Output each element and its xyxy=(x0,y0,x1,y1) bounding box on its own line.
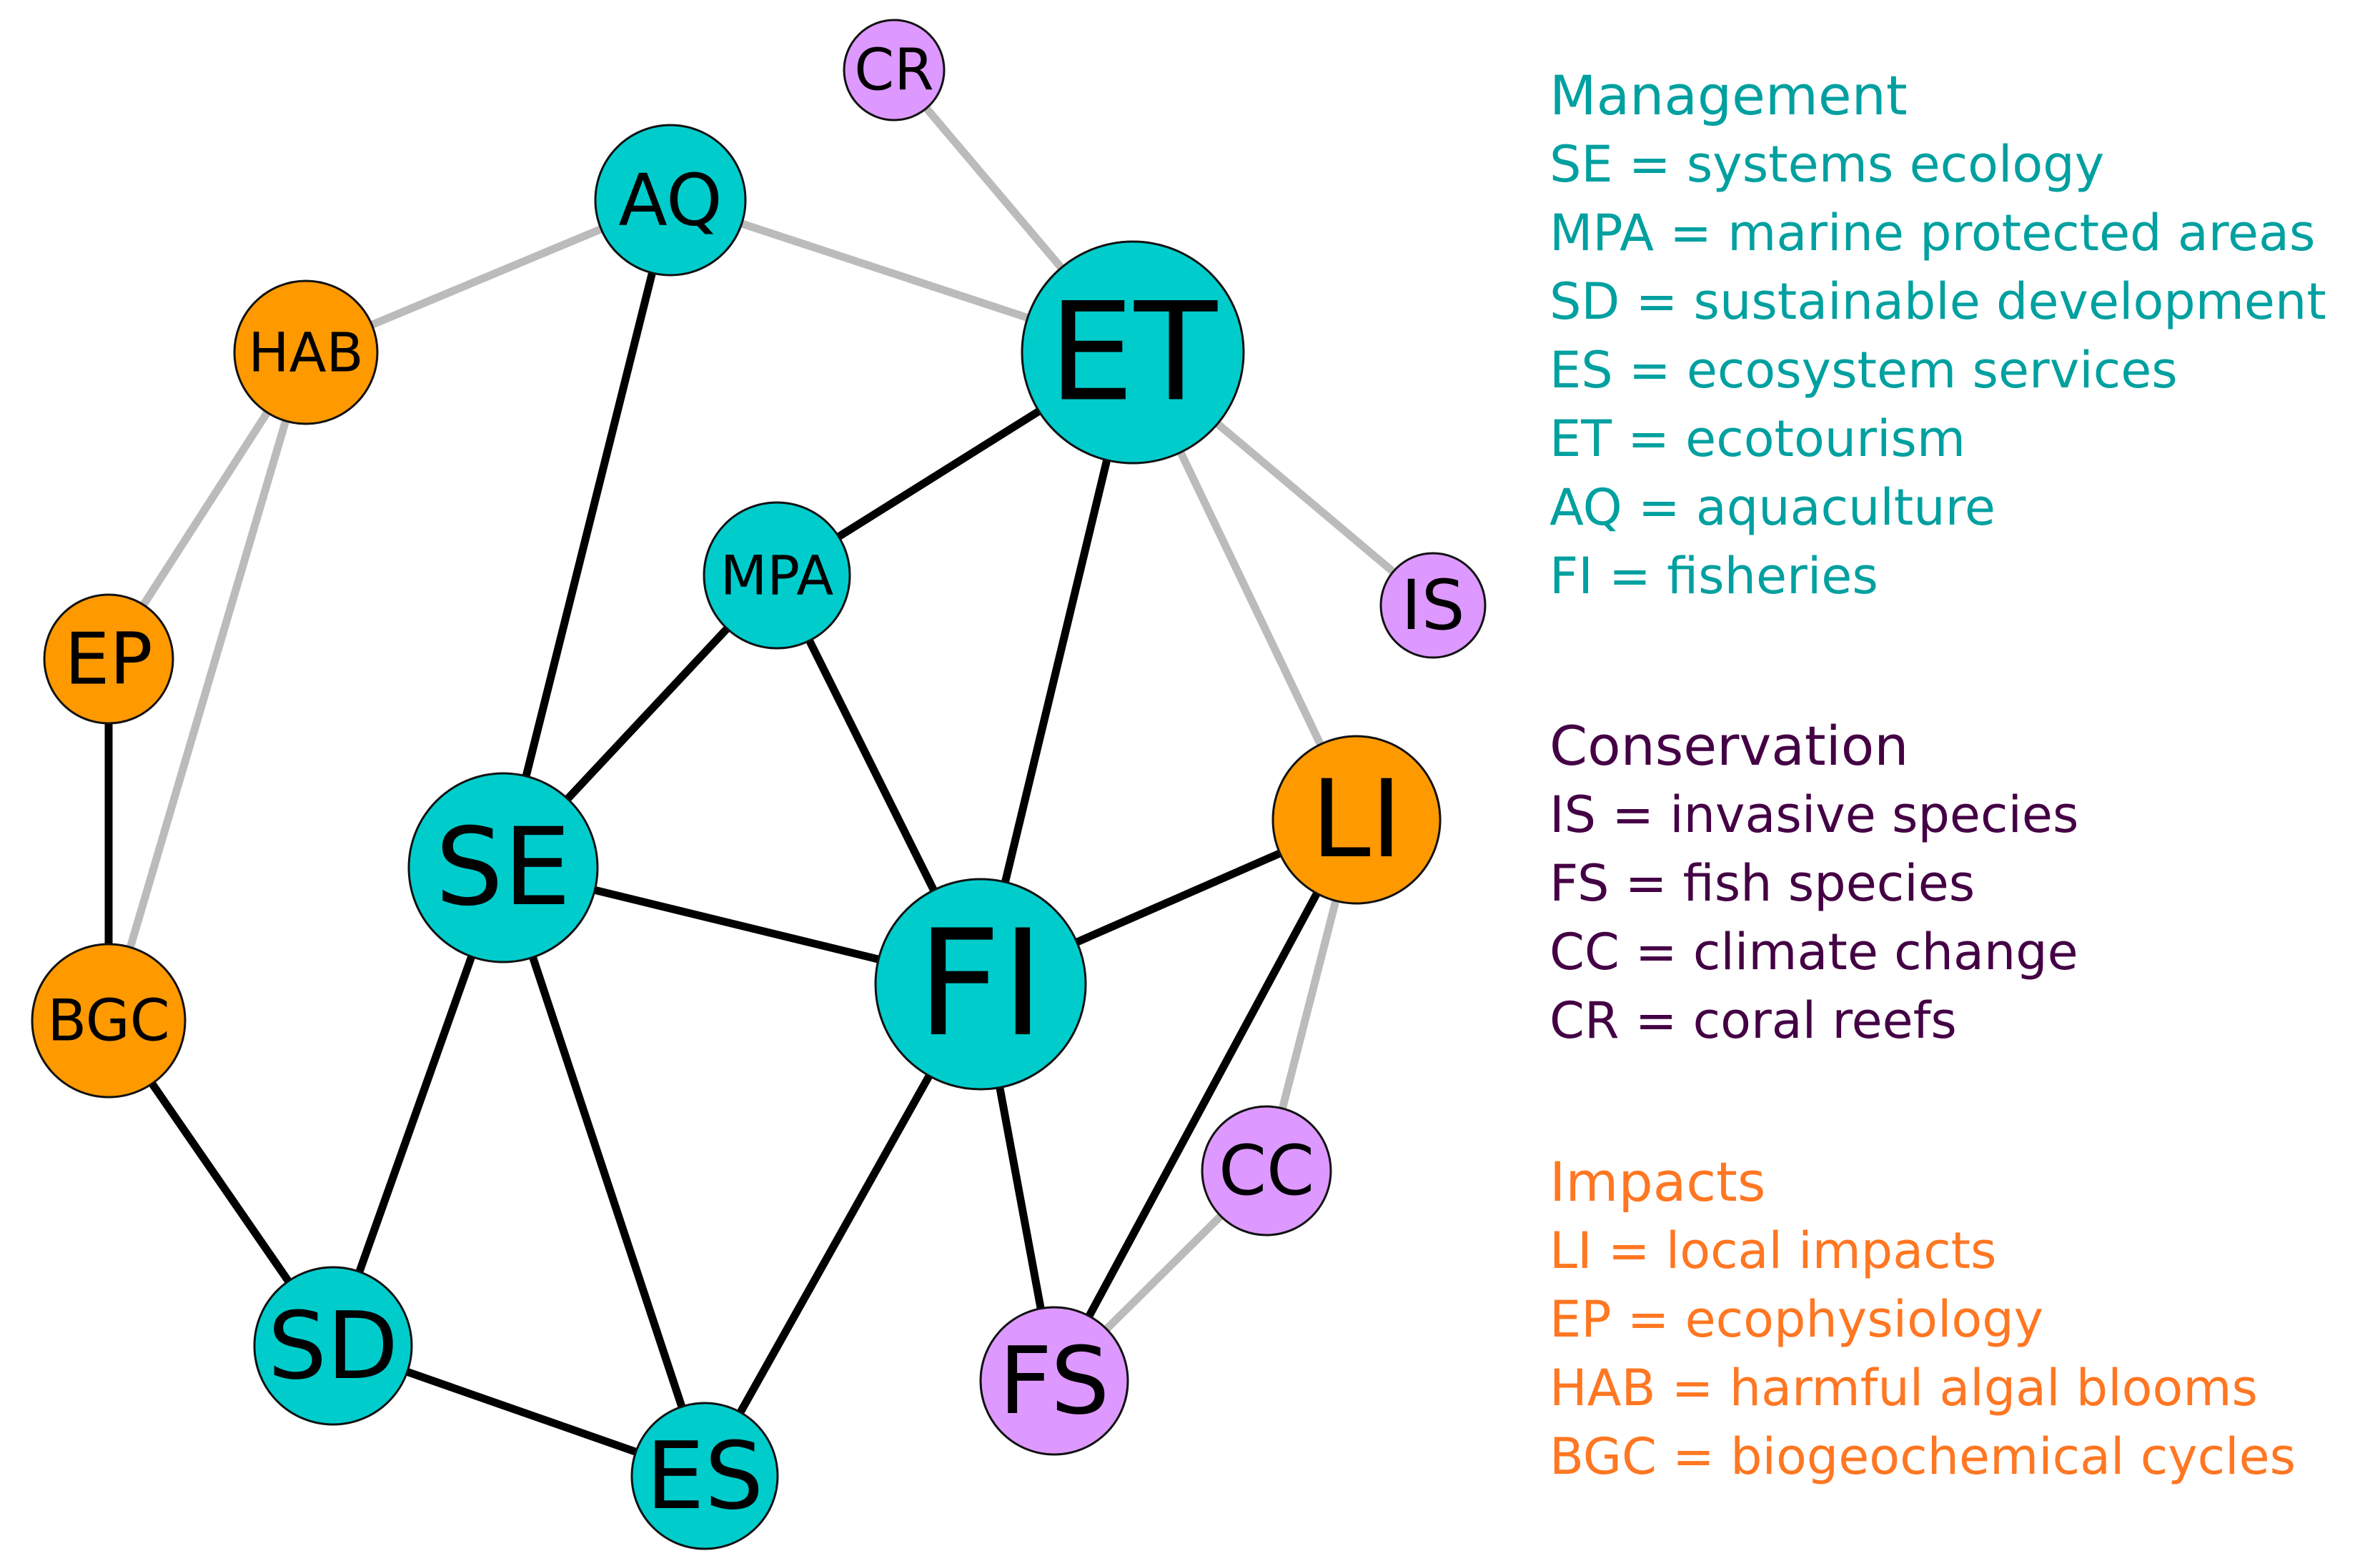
node-circle xyxy=(1271,735,1442,905)
node-circle xyxy=(979,1306,1129,1456)
legend-impacts: Impacts LI = local impacts EP = ecophysi… xyxy=(1550,1148,2296,1491)
legend-item: FI = fisheries xyxy=(1550,547,1878,605)
node-circle xyxy=(233,279,379,425)
node-se: SE xyxy=(407,772,599,963)
edge-hab-bgc xyxy=(104,348,310,1025)
node-label: ES xyxy=(646,1422,764,1530)
legend-item: EP = ecophysiology xyxy=(1550,1290,2044,1349)
node-circle xyxy=(407,772,599,963)
legend-item: SD = sustainable development xyxy=(1550,272,2326,331)
node-circle xyxy=(1379,552,1487,659)
node-circle xyxy=(1021,240,1245,465)
legend-item: HAB = harmful algal blooms xyxy=(1550,1359,2258,1417)
node-circle xyxy=(703,501,851,650)
node-label: LI xyxy=(1311,758,1402,882)
node-bgc: BGC xyxy=(31,943,187,1099)
node-hab: HAB xyxy=(233,279,379,425)
node-mpa: MPA xyxy=(703,501,851,650)
node-label: SE xyxy=(435,806,571,930)
node-circle xyxy=(253,1266,413,1426)
legend-item: CR = coral reefs xyxy=(1550,991,1957,1050)
node-circle xyxy=(43,593,174,725)
legend-conservation-heading: Conservation xyxy=(1550,714,1909,778)
node-label: HAB xyxy=(248,321,363,385)
node-aq: AQ xyxy=(594,124,747,277)
legend-item: MPA = marine protected areas xyxy=(1550,204,2316,262)
node-label: CR xyxy=(854,37,933,104)
node-label: FS xyxy=(998,1327,1109,1435)
node-li: LI xyxy=(1271,735,1442,905)
node-label: EP xyxy=(64,618,153,701)
legend-item: AQ = aquaculture xyxy=(1550,478,1995,537)
legend-item: IS = invasive species xyxy=(1550,786,2079,844)
node-circle xyxy=(31,943,187,1099)
node-cc: CC xyxy=(1201,1105,1332,1237)
node-es: ES xyxy=(630,1402,779,1550)
legend-item: ET = ecotourism xyxy=(1550,410,1966,468)
legend-impacts-heading: Impacts xyxy=(1550,1150,1766,1214)
edge-se-es xyxy=(499,863,709,1480)
node-circle xyxy=(843,19,946,122)
network-nodes: CR AQ ET HAB MPA IS EP LI SE FI BGC CC SD FS ES xyxy=(31,19,1487,1550)
node-circle xyxy=(874,878,1087,1091)
node-label: SD xyxy=(268,1292,399,1400)
edge-li-fs xyxy=(1050,816,1361,1385)
node-cr: CR xyxy=(843,19,946,122)
node-circle xyxy=(1201,1105,1332,1237)
node-is: IS xyxy=(1379,552,1487,659)
legend-item: BGC = biogeochemical cycles xyxy=(1550,1427,2296,1486)
node-ep: EP xyxy=(43,593,174,725)
legend-management-heading: Management xyxy=(1550,64,1908,127)
node-label: FI xyxy=(917,899,1044,1069)
node-et: ET xyxy=(1021,240,1245,465)
legend-item: CC = climate change xyxy=(1550,923,2078,981)
node-circle xyxy=(630,1402,779,1550)
node-fs: FS xyxy=(979,1306,1129,1456)
node-label: MPA xyxy=(720,544,834,608)
legend-item: LI = local impacts xyxy=(1550,1221,1997,1280)
node-label: IS xyxy=(1401,565,1464,645)
edge-aq-se xyxy=(499,196,675,872)
node-sd: SD xyxy=(253,1266,413,1426)
legend-conservation: Conservation IS = invasive species FS = … xyxy=(1550,712,2078,1055)
node-circle xyxy=(594,124,747,277)
node-fi: FI xyxy=(874,878,1087,1091)
legend-management: Management SE = systems ecology MPA = ma… xyxy=(1550,61,2326,610)
node-label: AQ xyxy=(618,159,722,242)
legend-item: FS = fish species xyxy=(1550,854,1975,913)
node-label: BGC xyxy=(47,988,169,1054)
legend-item: ES = ecosystem services xyxy=(1550,341,2178,400)
node-label: ET xyxy=(1048,274,1218,432)
legend-item: SE = systems ecology xyxy=(1550,135,2105,194)
node-label: CC xyxy=(1219,1131,1314,1211)
